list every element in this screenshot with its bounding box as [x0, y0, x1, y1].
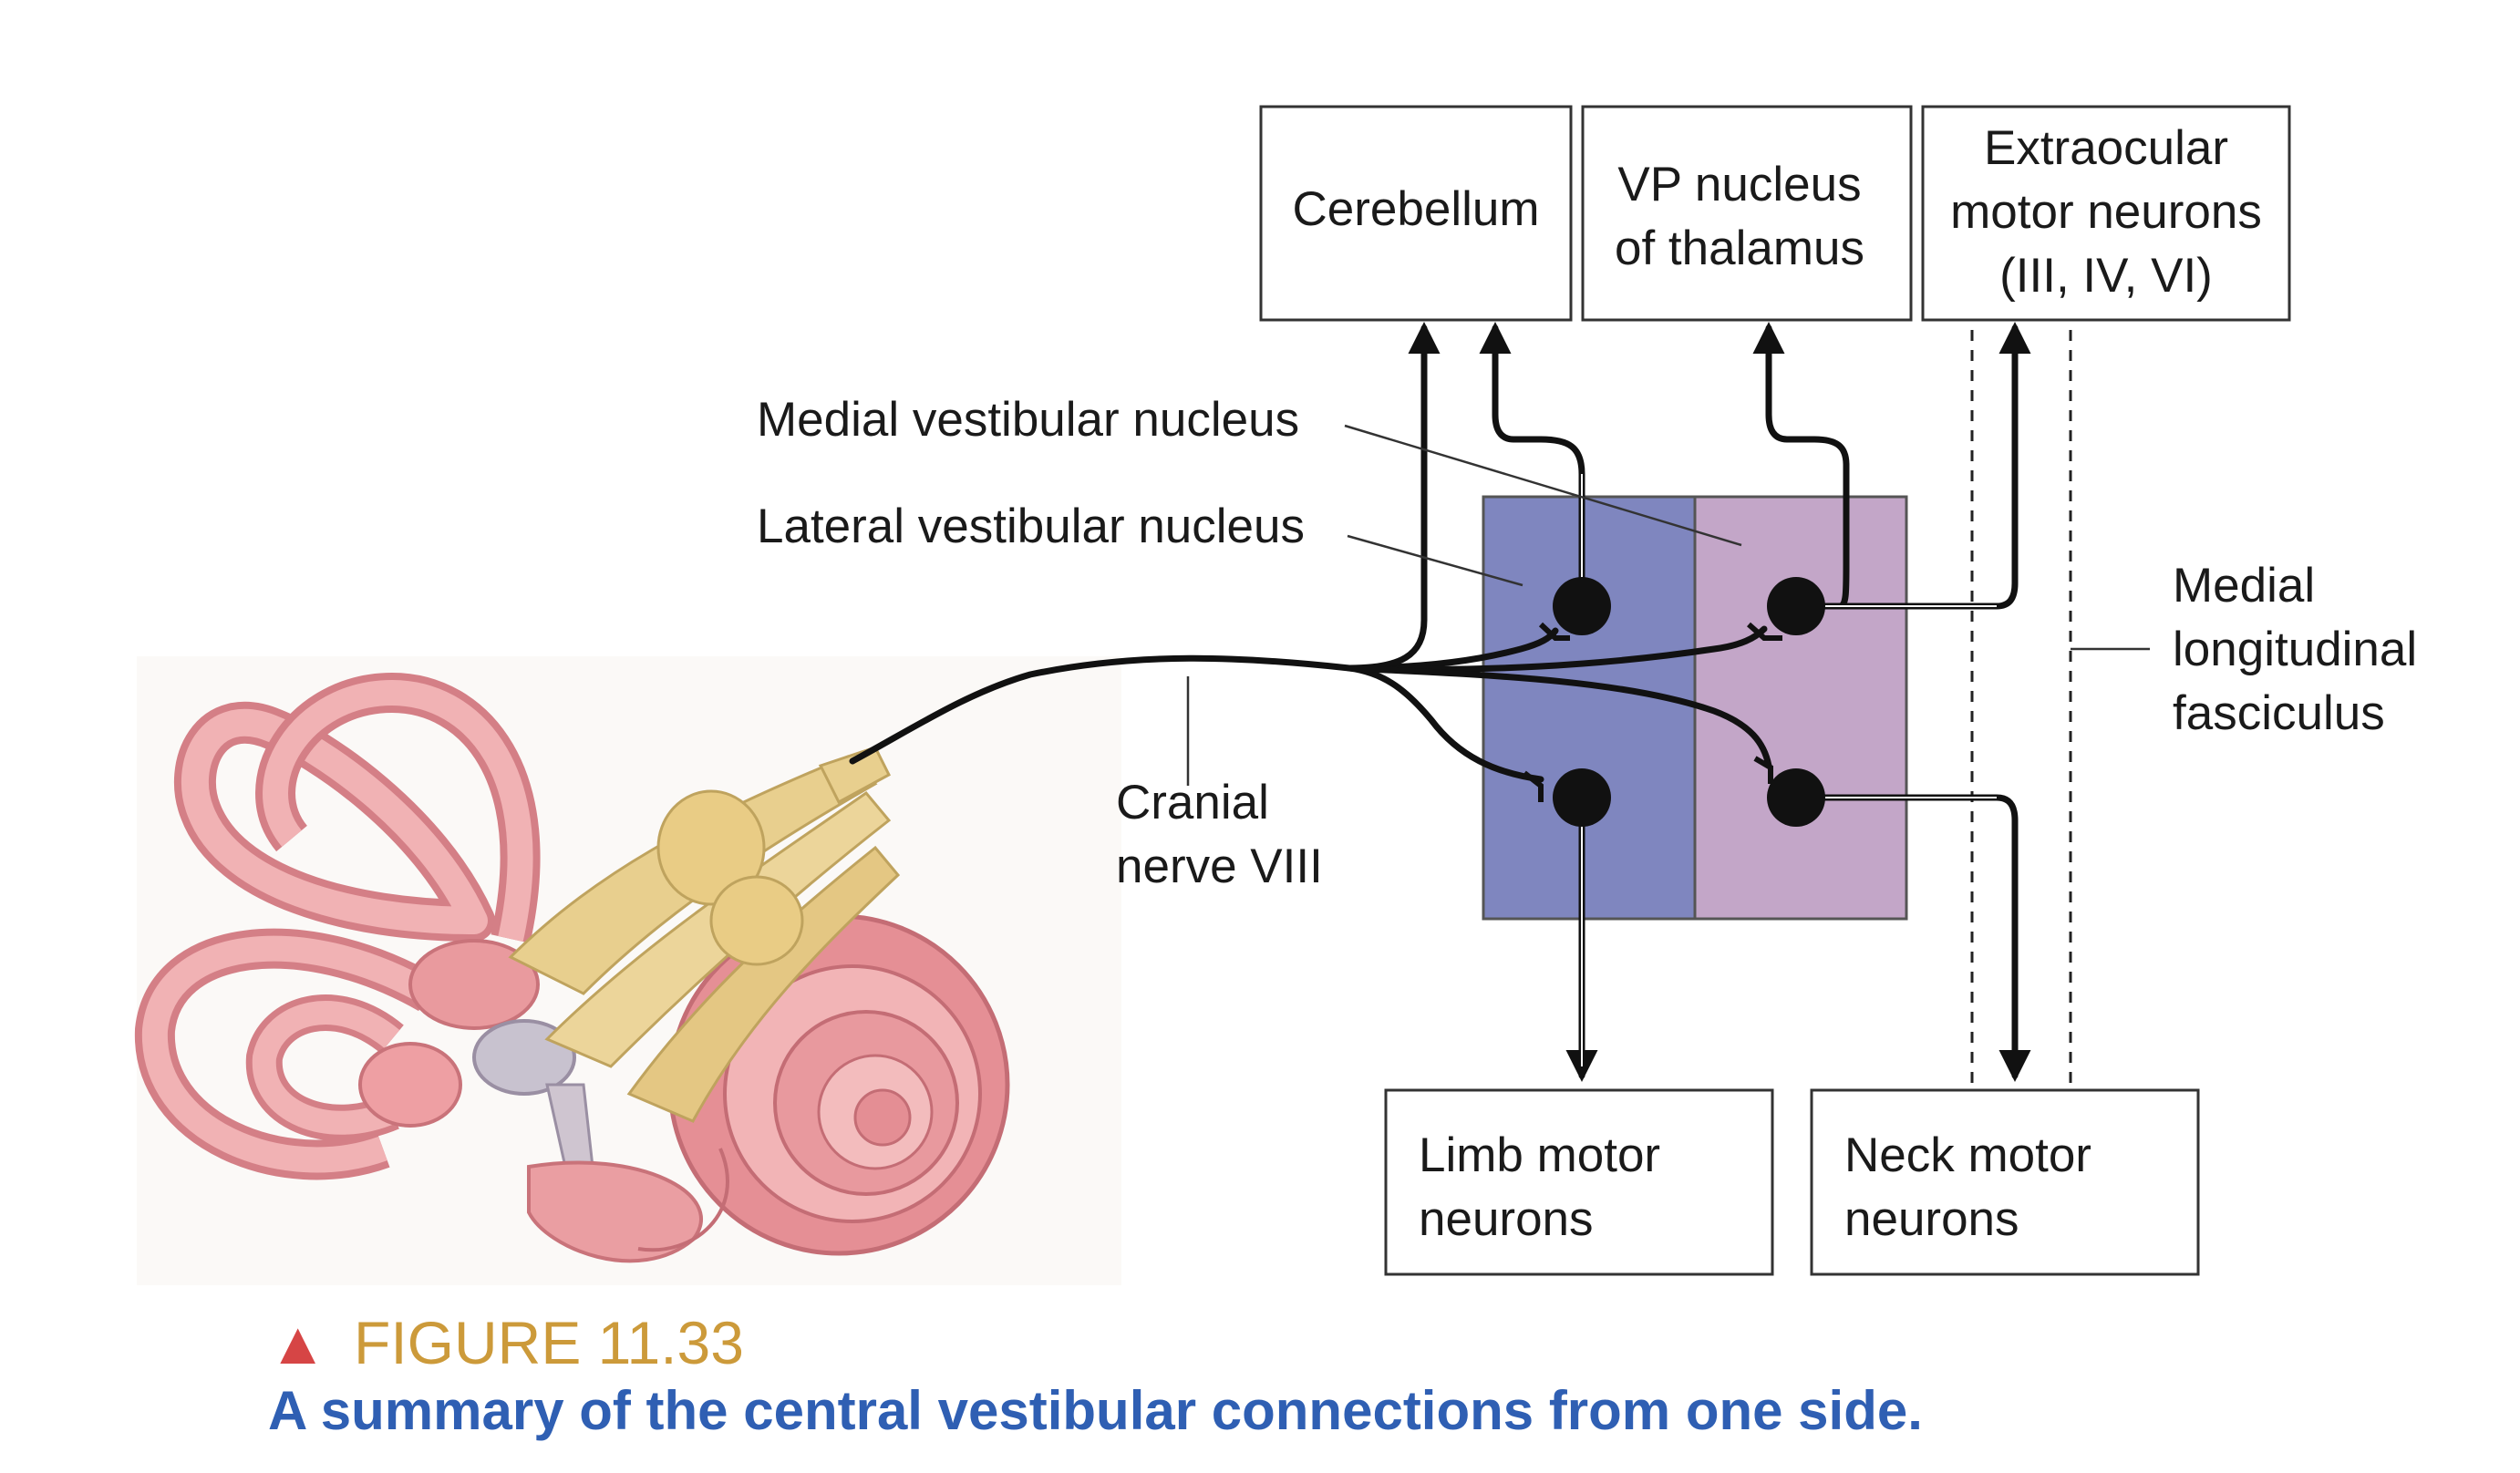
synapse-medial-upper	[1747, 622, 1782, 641]
extraocular-label-line2: motor neurons	[1950, 185, 2262, 239]
extraocular-box: Extraocular motor neurons (III, IV, VI)	[1921, 105, 2291, 322]
inner-ear-illustration	[134, 656, 1121, 1285]
mlf-label-line2: longitudinal	[2173, 623, 2417, 676]
caption-figure-number: FIGURE 11.33	[354, 1309, 744, 1376]
leader-lines	[1186, 424, 2150, 786]
mlf-label-line3: fasciculus	[2173, 686, 2385, 740]
cerebellum-label: Cerebellum	[1292, 182, 1539, 236]
cranial-nerve-trunk	[849, 654, 1353, 765]
path-medial-to-neck	[1811, 794, 2031, 1082]
neck-motor-label-line1: Neck motor	[1844, 1128, 2091, 1182]
extraocular-label-line3: (III, IV, VI)	[1999, 249, 2213, 303]
neuron-lateral-upper	[1553, 577, 1611, 635]
limb-motor-label-line1: Limb motor	[1419, 1128, 1660, 1182]
synaptic-terminals	[1523, 622, 1782, 802]
medial-vestibular-nucleus-label: Medial vestibular nucleus	[757, 393, 1299, 447]
vp-nucleus-label-line2: of thalamus	[1615, 221, 1864, 275]
path-to-cerebellum-direct	[1346, 322, 1441, 672]
leader-medial-vestibular	[1344, 424, 1742, 547]
neuron-lateral-lower	[1553, 768, 1611, 827]
caption-text: A summary of the central vestibular conn…	[268, 1380, 1923, 1441]
path-to-medial-lower	[1346, 664, 1772, 769]
synapse-medial-lower	[1753, 756, 1773, 784]
vp-nucleus-label-line1: VP nucleus	[1617, 158, 1861, 211]
neck-motor-box: Neck motor neurons	[1810, 1088, 2200, 1276]
vp-nucleus-box: VP nucleus of thalamus	[1581, 105, 1913, 322]
vestibulocochlear-nerve	[508, 746, 901, 1123]
path-medial-to-extraocular	[1820, 322, 2031, 610]
limb-motor-label-line2: neurons	[1419, 1192, 1594, 1246]
figure-caption: ▲ FIGURE 11.33 A summary of the central …	[268, 1309, 1923, 1441]
lateral-vestibular-nucleus-label: Lateral vestibular nucleus	[757, 500, 1305, 553]
limb-motor-box: Limb motor neurons	[1384, 1088, 1774, 1276]
cranial-nerve-label-line2: nerve VIII	[1116, 840, 1323, 893]
extraocular-label-line1: Extraocular	[1984, 121, 2228, 175]
leader-lateral-vestibular	[1347, 534, 1523, 587]
path-medial-to-vp	[1752, 322, 1850, 610]
cranial-nerve-label-line1: Cranial	[1116, 776, 1269, 829]
synapse-lateral-lower	[1523, 770, 1544, 802]
neck-motor-label-line2: neurons	[1844, 1192, 2019, 1246]
neuron-medial-upper	[1767, 577, 1825, 635]
cerebellum-box: Cerebellum	[1259, 105, 1573, 322]
path-to-lateral-lower	[1346, 664, 1544, 783]
lateral-vestibular-nucleus-block	[1482, 495, 1697, 921]
mlf-label-line1: Medial	[2173, 559, 2315, 613]
medial-vestibular-nucleus-block	[1693, 495, 1908, 921]
caption-marker: ▲	[268, 1309, 327, 1376]
neuron-medial-lower	[1767, 768, 1825, 827]
axon-highlights	[1581, 474, 1997, 1066]
synapse-lateral-upper	[1538, 622, 1570, 641]
path-lateral-to-cerebellum	[1479, 322, 1585, 601]
semicircular-canals	[134, 672, 541, 1180]
